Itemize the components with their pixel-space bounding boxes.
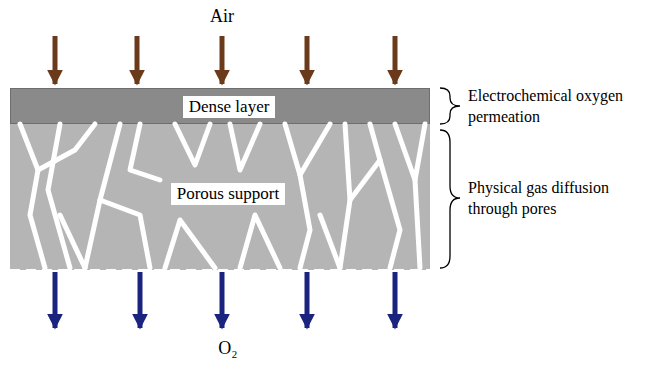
air-arrows (55, 36, 395, 84)
braces (440, 88, 460, 268)
gas-label: O₂ (218, 338, 237, 359)
dense-layer: Dense layer (10, 88, 430, 124)
brace-label: Electrochemical oxygen permeation (468, 85, 658, 127)
bottom-edge (10, 269, 430, 271)
oxygen-arrows (55, 272, 395, 328)
layer-label: Dense layer (183, 96, 276, 118)
layer-label: Porous support (171, 183, 285, 205)
brace-label: Physical gas diffusion through pores (468, 177, 658, 219)
gas-label: Air (210, 6, 234, 27)
pores (20, 124, 425, 268)
